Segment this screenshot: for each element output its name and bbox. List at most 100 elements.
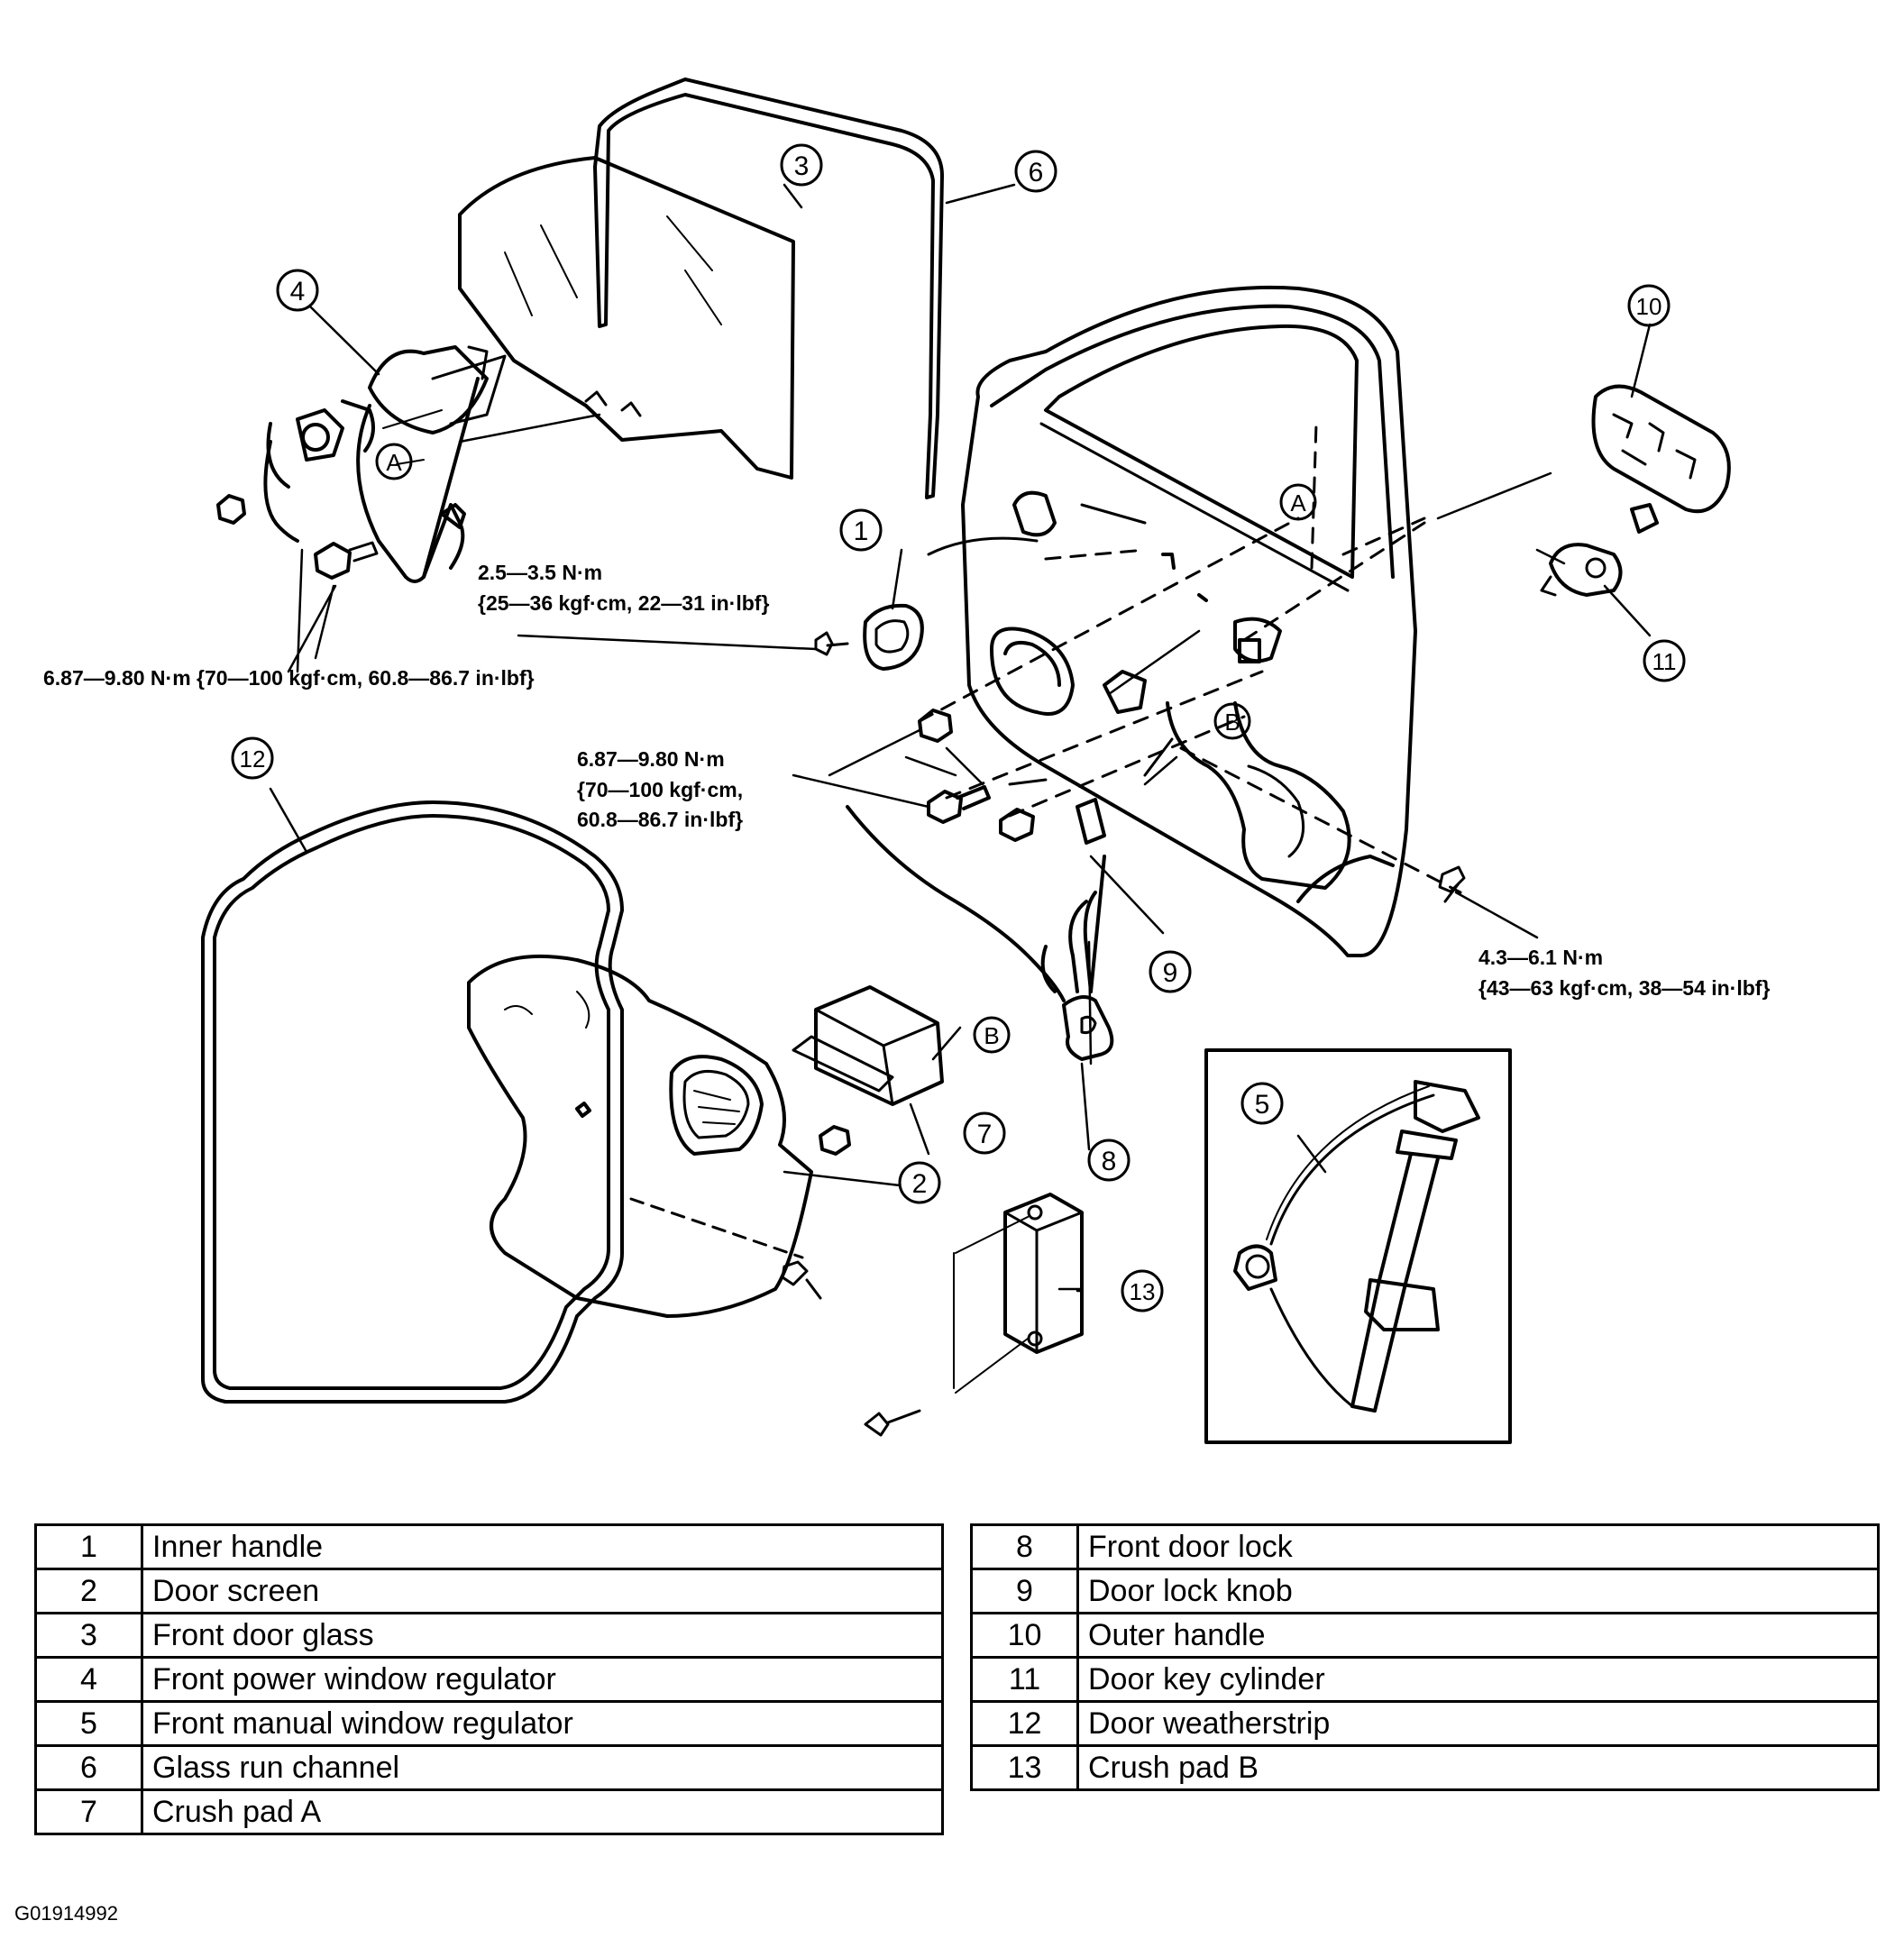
part-name: Front door lock — [1076, 1523, 1880, 1570]
svg-text:4: 4 — [290, 277, 306, 306]
exploded-door-diagram: 1 2 3 4 5 6 7 8 9 10 11 12 — [43, 78, 1770, 1444]
callout-4: 4 — [276, 269, 319, 312]
part-number: 2 — [34, 1568, 143, 1614]
ref-mark-a-right: A — [1279, 483, 1317, 521]
svg-text:8: 8 — [1102, 1147, 1117, 1176]
svg-text:11: 11 — [1652, 648, 1677, 675]
crush-pad-b — [864, 1193, 1084, 1437]
svg-text:6: 6 — [1029, 158, 1044, 187]
callout-5: 5 — [1240, 1082, 1284, 1125]
part-name: Crush pad A — [141, 1788, 944, 1835]
callout-12: 12 — [231, 736, 274, 780]
svg-text:9: 9 — [1163, 958, 1178, 988]
part-number: 5 — [34, 1700, 143, 1747]
callout-2: 2 — [898, 1161, 941, 1204]
svg-text:{70—100 kgf·cm,: {70—100 kgf·cm, — [577, 778, 743, 801]
part-number: 11 — [970, 1656, 1079, 1703]
svg-text:6.87—9.80 N·m: 6.87—9.80 N·m — [577, 747, 725, 771]
door-weatherstrip — [201, 800, 624, 1404]
ref-mark-b-door: B — [1213, 702, 1251, 740]
svg-text:5: 5 — [1255, 1090, 1270, 1120]
ref-mark-b-pad: B — [973, 1016, 1011, 1054]
image-code: G01914992 — [14, 1902, 118, 1925]
part-name: Front door glass — [141, 1612, 944, 1659]
callout-11: 11 — [1643, 639, 1686, 682]
dashed-alignment-lines — [918, 422, 1462, 894]
part-name: Door screen — [141, 1568, 944, 1614]
callout-1: 1 — [839, 508, 883, 552]
outer-handle — [1591, 384, 1731, 534]
svg-text:A: A — [386, 449, 402, 476]
part-name: Door weatherstrip — [1076, 1700, 1880, 1747]
part-name: Glass run channel — [141, 1744, 944, 1791]
svg-text:4.3—6.1 N·m: 4.3—6.1 N·m — [1478, 946, 1603, 969]
regulator-bolts — [216, 494, 379, 580]
svg-text:7: 7 — [977, 1120, 993, 1149]
front-power-window-regulator — [263, 345, 507, 583]
crush-pad-a — [792, 985, 944, 1156]
part-name: Front power window regulator — [141, 1656, 944, 1703]
svg-text:1: 1 — [854, 517, 869, 546]
part-number: 3 — [34, 1612, 143, 1659]
callout-6: 6 — [1014, 150, 1057, 193]
door-key-cylinder — [1540, 543, 1623, 597]
callout-9: 9 — [1149, 950, 1192, 993]
part-name: Front manual window regulator — [141, 1700, 944, 1747]
svg-text:13: 13 — [1130, 1278, 1156, 1305]
svg-text:6.87—9.80 N·m {70—100 kgf·cm,: 6.87—9.80 N·m {70—100 kgf·cm, 60.8—86.7 … — [43, 666, 535, 690]
part-number: 1 — [34, 1523, 143, 1570]
svg-text:B: B — [984, 1022, 999, 1049]
svg-text:12: 12 — [240, 745, 266, 773]
door-inner-panel — [961, 285, 1417, 957]
svg-text:A: A — [1290, 489, 1306, 517]
svg-text:{43—63 kgf·cm, 38—54 in·lbf}: {43—63 kgf·cm, 38—54 in·lbf} — [1478, 976, 1770, 1000]
svg-text:{25—36 kgf·cm, 22—31 in·lbf}: {25—36 kgf·cm, 22—31 in·lbf} — [478, 591, 769, 615]
inner-handle — [814, 603, 924, 671]
part-number: 10 — [970, 1612, 1079, 1659]
part-name: Crush pad B — [1076, 1744, 1880, 1791]
svg-text:2: 2 — [912, 1169, 928, 1199]
door-screen — [467, 954, 822, 1318]
glass-run-channel — [593, 78, 944, 499]
part-name: Door key cylinder — [1076, 1656, 1880, 1703]
svg-text:B: B — [1224, 709, 1240, 736]
part-number: 6 — [34, 1744, 143, 1791]
door-lock-assembly — [846, 798, 1114, 1061]
torque-spec-lower-screw: 4.3—6.1 N·m {43—63 kgf·cm, 38—54 in·lbf} — [1478, 946, 1770, 1000]
part-number: 8 — [970, 1523, 1079, 1570]
part-name: Outer handle — [1076, 1612, 1880, 1659]
svg-text:10: 10 — [1636, 293, 1662, 320]
callout-8: 8 — [1087, 1139, 1130, 1182]
svg-text:60.8—86.7 in·lbf}: 60.8—86.7 in·lbf} — [577, 808, 743, 831]
manual-regulator-inset — [1204, 1048, 1512, 1444]
part-name: Door lock knob — [1076, 1568, 1880, 1614]
door-mounting-bolts — [918, 709, 1466, 903]
ref-mark-a-left: A — [375, 443, 413, 480]
part-number: 7 — [34, 1788, 143, 1835]
torque-spec-regulator-bolts: 6.87—9.80 N·m {70—100 kgf·cm, 60.8—86.7 … — [43, 666, 535, 690]
torque-spec-handle-nut: 2.5—3.5 N·m {25—36 kgf·cm, 22—31 in·lbf} — [478, 561, 769, 615]
callout-10: 10 — [1627, 284, 1671, 327]
wire-rod — [927, 503, 1174, 786]
part-number: 4 — [34, 1656, 143, 1703]
callout-3: 3 — [780, 143, 823, 187]
part-number: 13 — [970, 1744, 1079, 1791]
callout-13: 13 — [1121, 1269, 1164, 1312]
part-name: Inner handle — [141, 1523, 944, 1570]
part-number: 12 — [970, 1700, 1079, 1747]
svg-text:2.5—3.5 N·m: 2.5—3.5 N·m — [478, 561, 602, 584]
